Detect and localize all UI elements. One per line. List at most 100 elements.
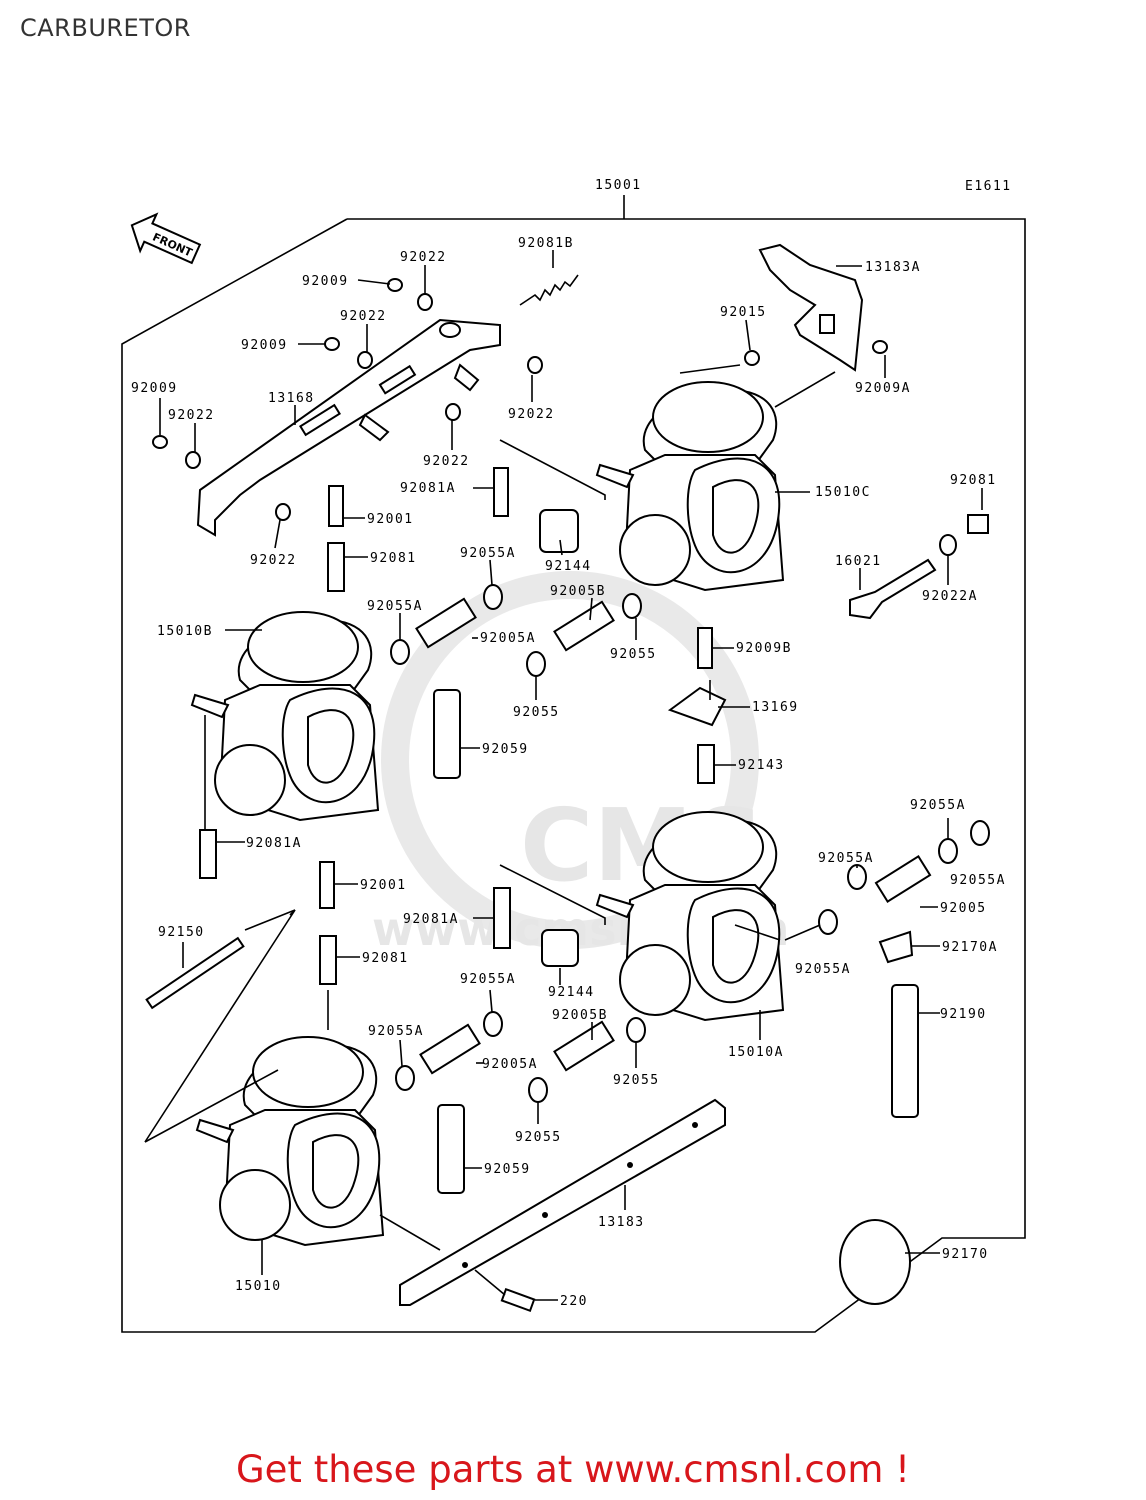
spring-92144-upper (539, 509, 579, 553)
label-92081a: 92081A (246, 836, 302, 851)
label-92055a: 92055A (950, 873, 1006, 888)
rail-13183 (399, 1098, 726, 1306)
label-92059: 92059 (484, 1162, 531, 1177)
spring-92081a-mid (493, 887, 511, 949)
label-92001: 92001 (360, 878, 407, 893)
carburetor-exploded-diagram: CMS www.cmsnl.com FRONT (121, 178, 1026, 1333)
label-92055: 92055 (513, 705, 560, 720)
label-92055a: 92055A (367, 599, 423, 614)
label-13169: 13169 (752, 700, 799, 715)
fitting-92005b-upper (553, 600, 615, 652)
tube-92059-lower (437, 1104, 465, 1194)
label-92055a: 92055A (818, 851, 874, 866)
label-92055a: 92055A (795, 962, 851, 977)
label-92022a: 92022A (922, 589, 978, 604)
label-92081: 92081 (362, 951, 409, 966)
label-92009: 92009 (302, 274, 349, 289)
label-92009: 92009 (241, 338, 288, 353)
label-92009a: 92009A (855, 381, 911, 396)
label-92190: 92190 (940, 1007, 987, 1022)
clamp-92170 (839, 1219, 911, 1305)
label-92055: 92055 (610, 647, 657, 662)
label-15010: 15010 (235, 1279, 282, 1294)
label-92055a: 92055A (368, 1024, 424, 1039)
spring-92144-lower (541, 929, 579, 967)
label-92170: 92170 (942, 1247, 989, 1262)
label-92005: 92005 (940, 901, 987, 916)
label-92170a: 92170A (942, 940, 998, 955)
label-92081: 92081 (950, 473, 997, 488)
screw-220 (500, 1287, 536, 1313)
label-92150: 92150 (158, 925, 205, 940)
spring-92081-upper (327, 542, 345, 592)
label-92005b: 92005B (552, 1008, 608, 1023)
label-13183a: 13183A (865, 260, 921, 275)
fitting-92005a-upper (415, 597, 477, 649)
label-13168: 13168 (268, 391, 315, 406)
page-title: CARBURETOR (20, 14, 191, 42)
bolt-92150 (145, 936, 245, 1010)
spring-92081a-left (199, 829, 217, 879)
label-92022: 92022 (508, 407, 555, 422)
fitting-92005b-lower (553, 1020, 615, 1072)
hose-92190 (891, 984, 919, 1118)
front-arrow-icon: FRONT (130, 212, 202, 265)
label-92015: 92015 (720, 305, 767, 320)
label-92055a: 92055A (460, 972, 516, 987)
label-92059: 92059 (482, 742, 529, 757)
label-13183: 13183 (598, 1215, 645, 1230)
tube-92059-upper (433, 689, 461, 779)
spring-92081-right (967, 514, 989, 534)
clamp-92170a (878, 930, 914, 964)
label-15010a: 15010A (728, 1045, 784, 1060)
screw-92001-upper (328, 485, 344, 527)
label-92143: 92143 (738, 758, 785, 773)
label-e1611: E1611 (965, 179, 1012, 194)
label-92005a: 92005A (480, 631, 536, 646)
label-92055a: 92055A (910, 798, 966, 813)
fitting-92005 (874, 855, 932, 903)
label-92055a: 92055A (460, 546, 516, 561)
label-92144: 92144 (545, 559, 592, 574)
leader-lines (144, 250, 983, 1301)
label-92081: 92081 (370, 551, 417, 566)
label-92022: 92022 (250, 553, 297, 568)
carburetor-15010c (595, 381, 785, 592)
label-15010b: 15010B (157, 624, 213, 639)
label-92144: 92144 (548, 985, 595, 1000)
label-92005a: 92005A (482, 1057, 538, 1072)
label-15010c: 15010C (815, 485, 871, 500)
label-92022: 92022 (168, 408, 215, 423)
bracket-13168 (196, 318, 501, 537)
label-92055: 92055 (613, 1073, 660, 1088)
label-92022: 92022 (423, 454, 470, 469)
label-92001: 92001 (367, 512, 414, 527)
carburetor-15010 (195, 1036, 385, 1247)
label-92081a: 92081A (400, 481, 456, 496)
label-16021: 16021 (835, 554, 882, 569)
spring-92081-lower (319, 935, 337, 985)
footer-link[interactable]: Get these parts at www.cmsnl.com ! (235, 1448, 910, 1491)
bracket-13183a (758, 243, 864, 372)
label-92022: 92022 (400, 250, 447, 265)
label-92022: 92022 (340, 309, 387, 324)
carburetor-15010b (190, 611, 380, 822)
label-220: 220 (560, 1294, 588, 1309)
label-92081b: 92081B (518, 236, 574, 251)
carburetor-15010a (595, 811, 785, 1022)
tube-92143 (697, 744, 715, 784)
sensor-16021 (849, 558, 937, 620)
label-92055: 92055 (515, 1130, 562, 1145)
plate-13169 (667, 686, 727, 727)
screw-92001-lower (319, 861, 335, 909)
label-15001: 15001 (595, 178, 642, 193)
label-92005b: 92005B (550, 584, 606, 599)
screw-92009b (697, 627, 713, 669)
label-92009: 92009 (131, 381, 178, 396)
o-rings (152, 278, 990, 1103)
spring-92081b (519, 274, 579, 306)
spring-92081a-upper (493, 467, 509, 517)
label-92009b: 92009B (736, 641, 792, 656)
fitting-92005a-lower (419, 1023, 481, 1075)
label-92081a: 92081A (403, 912, 459, 927)
